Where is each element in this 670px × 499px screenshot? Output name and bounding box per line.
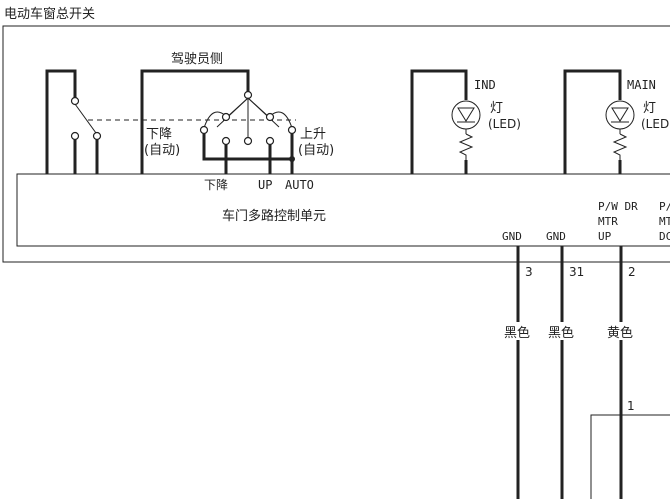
pw-terminal-label-line2: MTR [598, 215, 618, 228]
main-lamp-label: 灯 [643, 101, 656, 116]
pin-label-up: UP [258, 178, 272, 192]
switch-housing-outline [2, 25, 670, 263]
pin-number-3: 3 [525, 265, 533, 279]
wire-color-label-black-2: 黑色 [548, 325, 574, 341]
pin-number-2: 2 [628, 265, 636, 279]
left-switch-assembly [45, 69, 102, 174]
ind-label: IND [474, 78, 496, 92]
pin-label-auto: AUTO [285, 178, 314, 192]
up-auto-sub-label: (自动) [298, 143, 334, 158]
pw-terminal-label-line1: P/W DR [598, 200, 638, 213]
ind-lamp-label: 灯 [490, 101, 503, 116]
ind-led-lamp [410, 69, 481, 174]
diagram-title: 电动车窗总开关 [4, 6, 95, 22]
pw2-terminal-label-line2: MT [659, 215, 670, 228]
wire-color-label-black-1: 黑色 [504, 325, 530, 341]
lower-connector-box [590, 414, 670, 499]
main-label: MAIN [627, 78, 656, 92]
pin-number-31: 31 [569, 265, 584, 279]
wire-color-label-yellow: 黄色 [607, 325, 633, 341]
control-unit-label: 车门多路控制单元 [222, 208, 326, 224]
gnd-terminal-label-1: GND [502, 230, 522, 243]
control-unit-box [16, 173, 670, 247]
down-auto-label: 下降 [146, 127, 172, 142]
pw-terminal-label-line3: UP [598, 230, 612, 243]
pw2-terminal-label-line3: DC [659, 230, 670, 243]
main-led-label: (LED [641, 117, 669, 131]
up-auto-label: 上升 [300, 127, 326, 142]
pin-number-1: 1 [627, 399, 635, 413]
ind-led-label: (LED) [488, 117, 521, 131]
pw2-terminal-label-line1: P/ [659, 200, 670, 213]
down-auto-sub-label: (自动) [144, 143, 180, 158]
pin-label-down: 下降 [204, 178, 228, 192]
main-led-lamp [563, 69, 635, 174]
gnd-terminal-label-2: GND [546, 230, 566, 243]
driver-switch-assembly [140, 69, 297, 174]
driver-side-label: 驾驶员侧 [171, 52, 223, 67]
